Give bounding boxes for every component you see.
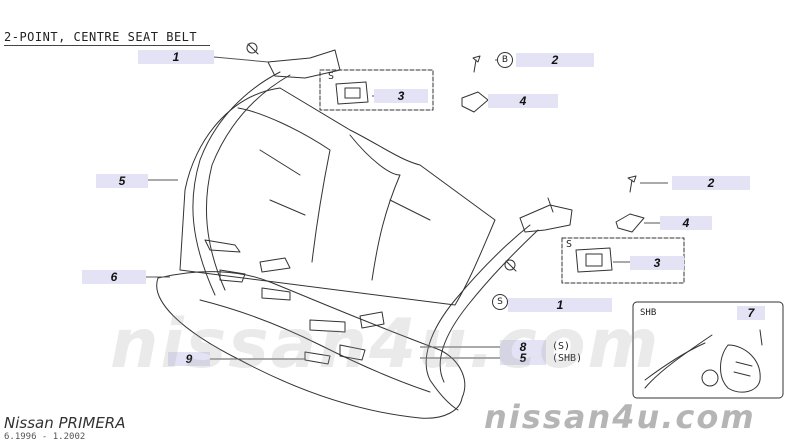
title-underline bbox=[4, 45, 210, 46]
watermark-corner: nissan4u.com bbox=[484, 398, 756, 436]
model-dates: 6.1996 - 1.2002 bbox=[4, 432, 86, 442]
note-shb: (SHB) bbox=[552, 353, 583, 364]
marker-s: S bbox=[492, 294, 508, 310]
callout-1: 1 bbox=[138, 50, 214, 64]
callout-3-lower: 3 bbox=[630, 256, 684, 270]
callout-1-lower: 1 bbox=[508, 298, 612, 312]
callout-7: 7 bbox=[737, 306, 765, 320]
callout-2: 2 bbox=[516, 53, 594, 67]
callout-4: 4 bbox=[488, 94, 558, 108]
marker-b: B bbox=[497, 52, 513, 68]
callout-5: 5 bbox=[96, 174, 148, 188]
callout-9: 9 bbox=[168, 352, 210, 366]
callout-2-lower: 2 bbox=[672, 176, 750, 190]
callout-4-lower: 4 bbox=[660, 216, 712, 230]
watermark-big: nissan4u.com bbox=[110, 305, 661, 384]
note-s: (S) bbox=[552, 341, 571, 352]
model-name: Nissan PRIMERA bbox=[4, 414, 126, 432]
diagram-title: 2-POINT, CENTRE SEAT BELT bbox=[4, 30, 198, 44]
shb-label: SHB bbox=[640, 308, 657, 318]
callout-3: 3 bbox=[374, 89, 428, 103]
callout-5-lower: 5 bbox=[500, 351, 546, 365]
marker-s-box: S bbox=[328, 71, 335, 82]
callout-8: 8 bbox=[500, 340, 546, 354]
marker-s-box2: S bbox=[566, 239, 573, 250]
callout-6: 6 bbox=[82, 270, 146, 284]
